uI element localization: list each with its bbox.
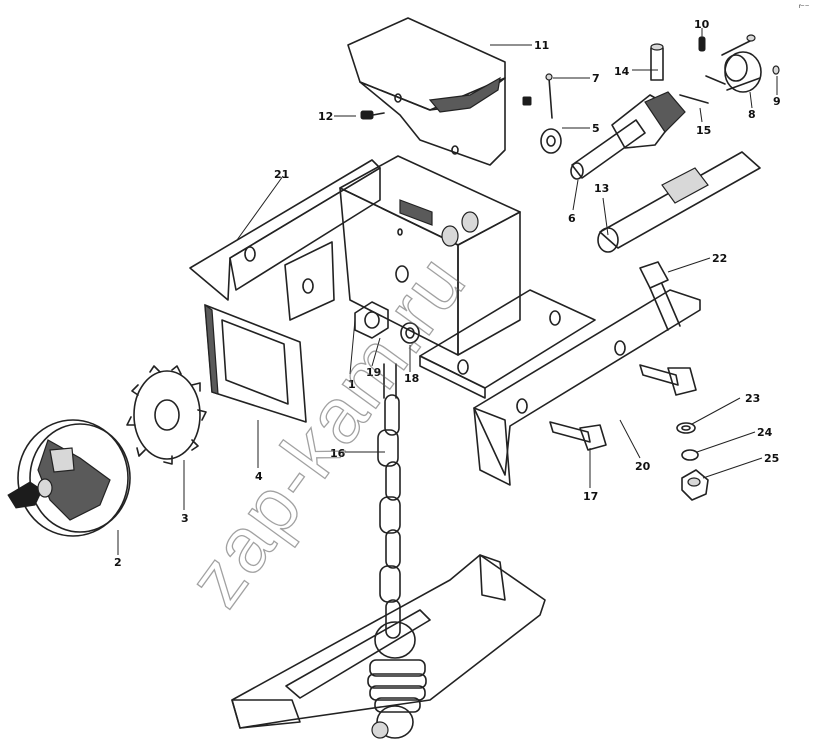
part-20-angle (473, 289, 701, 486)
part-2-handwheel (7, 419, 131, 537)
part-8-collar (721, 34, 780, 93)
watermark-text: zap-kam.ru (171, 238, 483, 622)
callout-15: 15 (696, 124, 711, 137)
part-10-pin (698, 36, 706, 52)
part-19-nut (354, 301, 389, 339)
callout-2: 2 (114, 556, 122, 569)
callout-16: 16 (330, 447, 346, 460)
part-17-bolt (549, 421, 607, 451)
callout-14: 14 (614, 65, 630, 78)
part-6-handle-shaft (570, 91, 686, 180)
callout-17: 17 (583, 490, 598, 503)
callout-leaders (117, 28, 778, 555)
part-4-frame (204, 303, 307, 423)
callout-4: 4 (255, 470, 263, 483)
callout-1: 1 (348, 378, 356, 391)
callout-21: 21 (274, 168, 289, 181)
callout-11: 11 (534, 39, 549, 52)
part-22-bolt (639, 261, 681, 331)
callout-6: 6 (568, 212, 576, 225)
callout-10: 10 (694, 18, 710, 31)
callout-18: 18 (404, 372, 419, 385)
bolt-right (639, 364, 697, 396)
callout-5: 5 (592, 122, 600, 135)
part-11-cover (347, 17, 506, 166)
corner-mark: ͬ⁻⁻ (799, 3, 810, 13)
callout-13: 13 (594, 182, 609, 195)
callout-23: 23 (745, 392, 760, 405)
callout-22: 22 (712, 252, 727, 265)
part-15-clip (679, 75, 726, 104)
part-13-shaft (597, 151, 761, 253)
part-14-pin (650, 43, 664, 81)
callout-9: 9 (773, 95, 781, 108)
bottom-hook-bracket (231, 554, 546, 739)
part-21-angle-plate (189, 159, 381, 321)
callout-24: 24 (757, 426, 773, 439)
part-3-sprocket (126, 365, 207, 465)
part-24-washer (681, 449, 699, 461)
callout-25: 25 (764, 452, 779, 465)
callout-labels: 1 2 3 4 5 6 7 8 9 10 11 12 13 14 15 16 1… (114, 18, 781, 569)
part-7-pin (545, 73, 553, 119)
callout-7: 7 (592, 72, 600, 85)
callout-12: 12 (318, 110, 333, 123)
part-25-nut (681, 469, 709, 501)
part-18-washer (400, 322, 420, 344)
callout-19: 19 (366, 366, 381, 379)
part-5-washer (540, 128, 562, 154)
bracket-flange (419, 289, 596, 399)
part-12-screw (360, 96, 532, 120)
main-bracket (339, 155, 521, 356)
part-23-washer (676, 422, 696, 434)
callout-8: 8 (748, 108, 756, 121)
callout-20: 20 (635, 460, 651, 473)
part-16-chain (377, 363, 401, 639)
callout-3: 3 (181, 512, 189, 525)
